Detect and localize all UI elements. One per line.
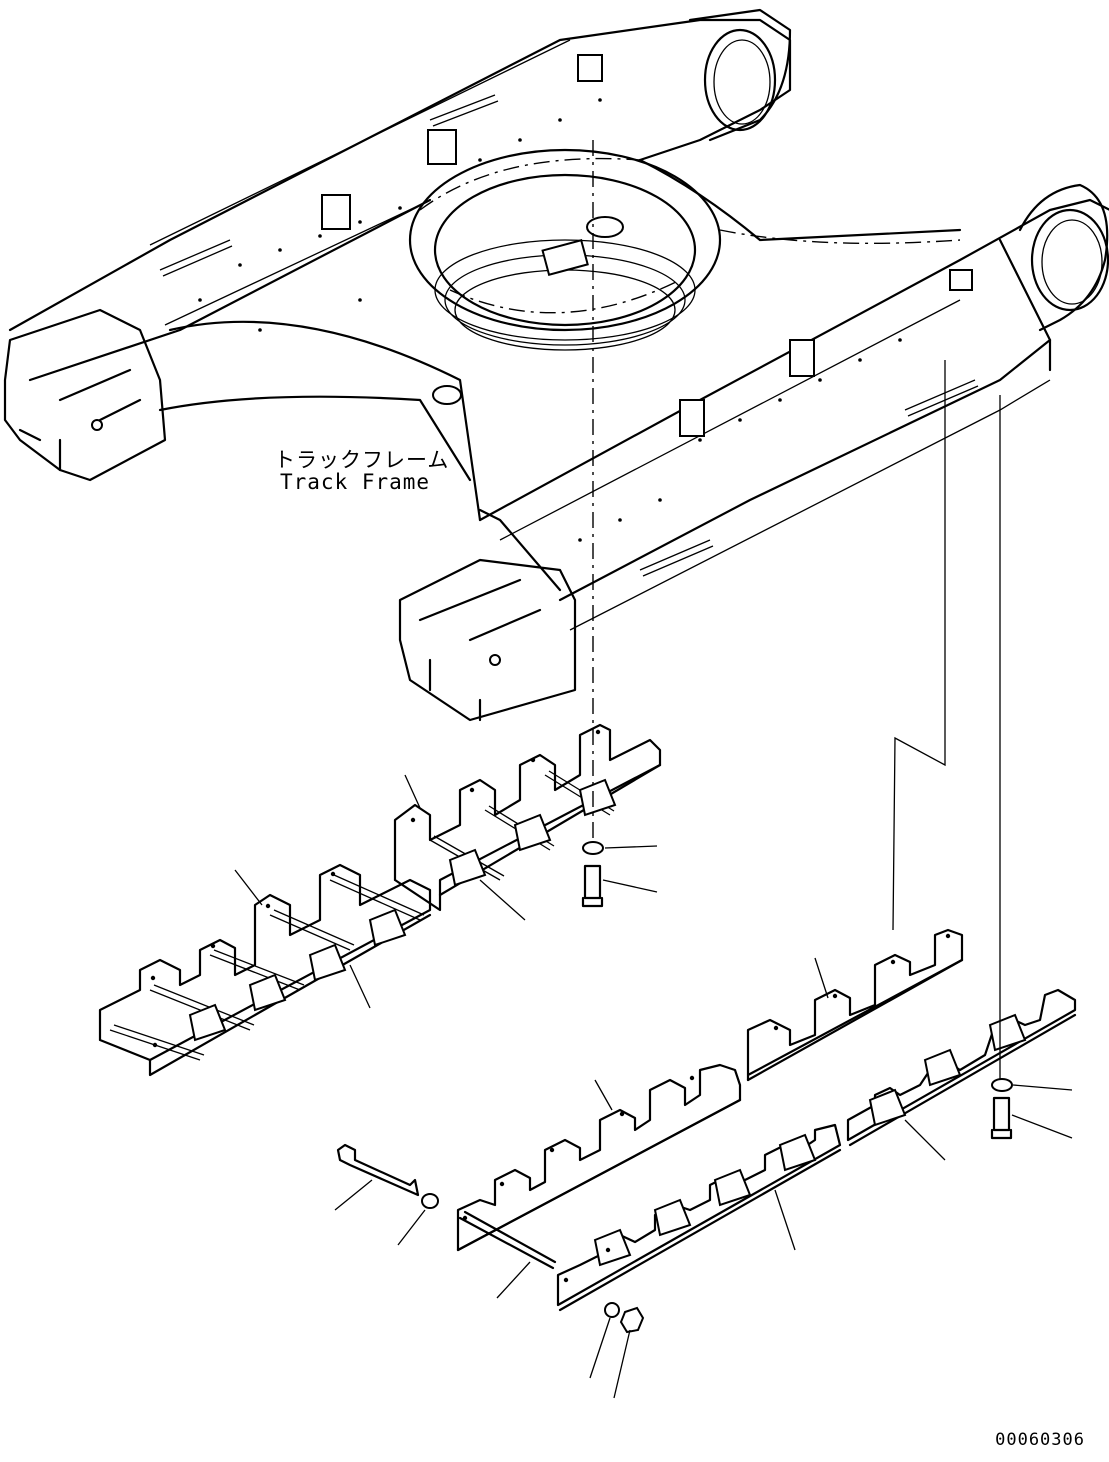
washer-upper <box>582 841 604 855</box>
track-guard-assembly-upper <box>98 723 662 1077</box>
washer-right <box>991 1078 1013 1092</box>
drawing-number: 00060306 <box>995 1430 1085 1450</box>
track-guard-right-sections <box>456 928 1077 1312</box>
track-frame <box>3 8 1109 722</box>
part-name-japanese: トラックフレーム <box>274 448 450 472</box>
part-name-english: Track Frame <box>280 470 431 494</box>
assembly-centerlines <box>592 140 1001 1080</box>
fasteners <box>334 841 1073 1399</box>
